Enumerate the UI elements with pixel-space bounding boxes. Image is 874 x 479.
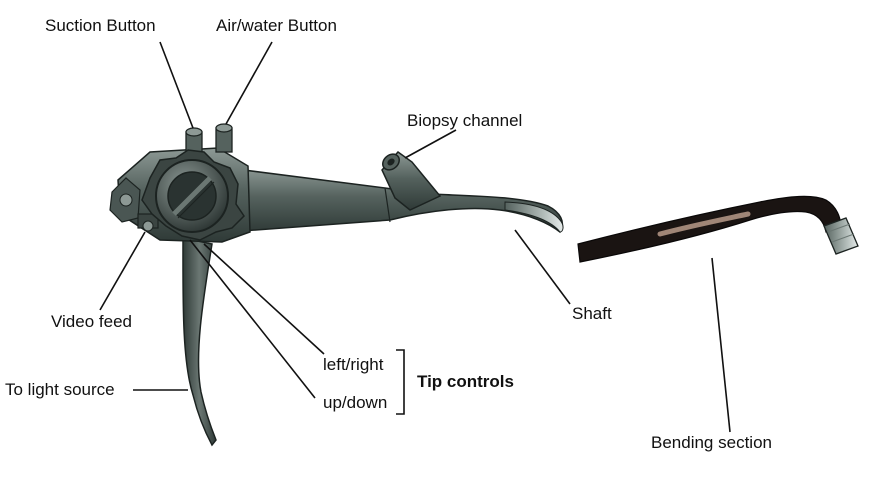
left-right-label: left/right [323,355,384,374]
shaft-label: Shaft [572,304,612,323]
biopsy-channel-label: Biopsy channel [407,111,523,130]
air-water-button-leader [225,41,273,125]
video-feed-label: Video feed [51,312,132,331]
to-light-source-label: To light source [5,380,115,399]
suction-button-leader [159,41,194,129]
biopsy-channel-port [381,150,442,211]
leader-lines [99,41,731,433]
bending-section-leader [711,257,731,433]
left-right-leader [203,243,325,355]
biopsy-channel-leader [404,129,457,159]
bending-section-label: Bending section [651,433,772,452]
light-source-cord [182,237,217,447]
bending-section-icon [577,195,859,263]
air-water-button-label: Air/water Button [216,16,337,35]
up-down-label: up/down [323,393,388,412]
up-down-leader [189,239,316,399]
shaft [227,167,564,234]
shaft-leader [514,229,571,305]
video-feed-leader [99,231,146,311]
tip-controls-label: Tip controls [417,372,514,391]
tip-control-knobs [141,149,245,241]
tip-controls-bracket [396,349,405,415]
suction-button-label: Suction Button [45,16,156,35]
